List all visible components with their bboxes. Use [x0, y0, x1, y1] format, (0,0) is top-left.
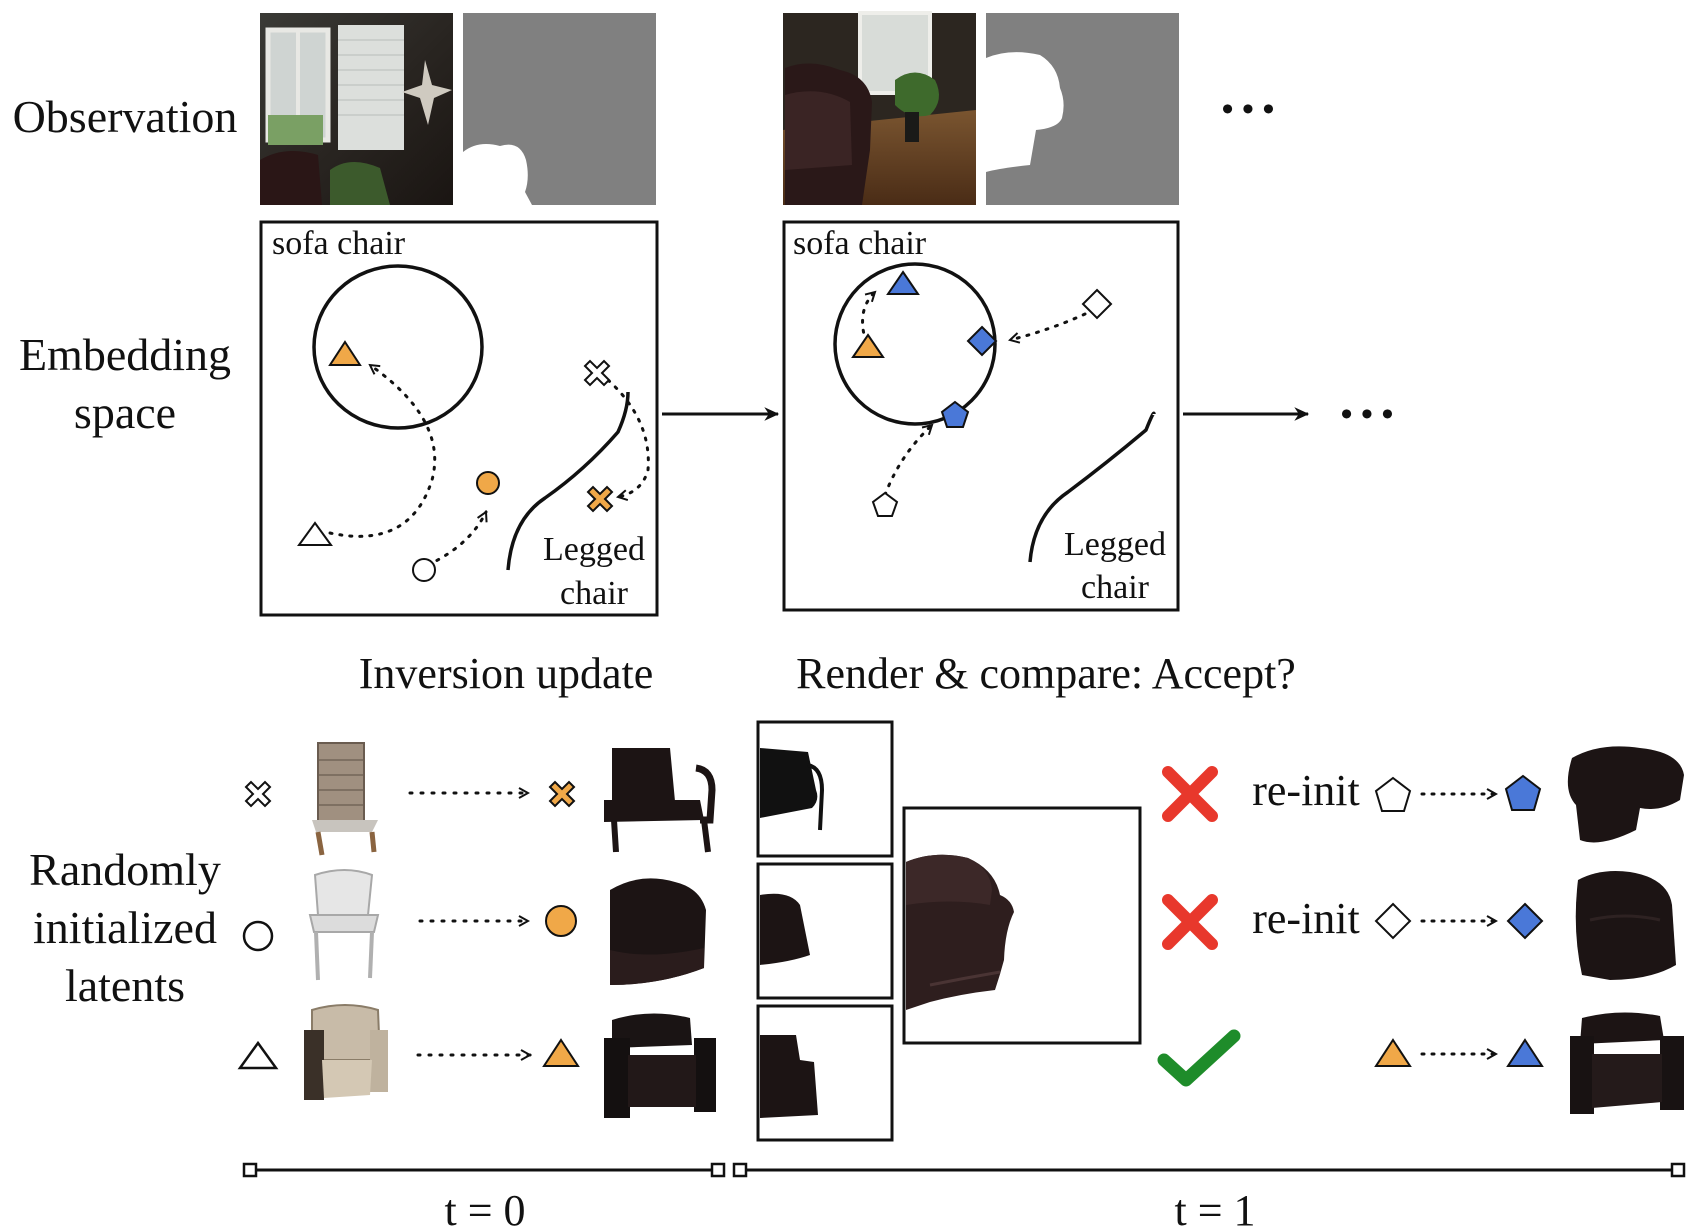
triangle-icon: [237, 1040, 279, 1070]
diamond-icon-updated: [1506, 902, 1544, 940]
embedding-class-label-sofa-chair: sofa chair: [272, 225, 406, 262]
observation-photo-t0: [260, 13, 453, 205]
observation-label: Observation: [13, 91, 238, 142]
sofa-chair-region: [312, 264, 484, 430]
render-compare-header: Render & compare: Accept?: [796, 649, 1296, 698]
render-crop-row3: [756, 1004, 894, 1142]
final-chair-render-row2: [1575, 871, 1676, 980]
triangle-icon-updated: [328, 340, 362, 366]
final-chair-render-row1: [1567, 746, 1684, 843]
trajectory-diamond-t1: [1010, 312, 1087, 340]
triangle-icon-accepted: [1374, 1038, 1412, 1067]
triangle-icon-accepted: [851, 333, 885, 358]
render-crop-row1: [756, 720, 894, 858]
inverted-chair-render-row3: [604, 1013, 716, 1118]
pentagon-icon-updated: [1504, 774, 1542, 811]
observation-ellipsis: • • •: [1222, 91, 1275, 128]
triangle-icon-final: [1506, 1038, 1544, 1067]
cross-icon-updated: [548, 780, 576, 808]
timeline-label-t0: t = 0: [444, 1186, 525, 1230]
embedding-class-label-chair: chair: [1081, 569, 1150, 606]
trajectory-triangle: [328, 363, 437, 538]
trajectory-circle: [426, 512, 486, 567]
reject-cross-icon: [1162, 766, 1218, 822]
reinit-label-row2: re-init: [1252, 894, 1360, 943]
init-chair-image-legged: [312, 742, 378, 856]
circle-icon: [412, 558, 436, 582]
cross-icon-updated: [586, 485, 614, 513]
embedding-label-line2: space: [74, 387, 176, 438]
embedding-panel-t0: sofa chair Legged chair: [259, 220, 659, 617]
accept-check-icon: [1157, 1029, 1241, 1087]
circle-icon-updated: [476, 471, 500, 495]
inversion-update-header: Inversion update: [359, 649, 653, 698]
pentagon-icon-updated: [940, 400, 970, 428]
diamond-icon: [1081, 288, 1113, 320]
embedding-label-line1: Embedding: [19, 329, 231, 380]
embedding-class-label-legged: Legged: [1064, 526, 1166, 563]
pentagon-icon: [871, 491, 899, 517]
diamond-icon-updated: [966, 325, 998, 357]
timeline-t1: [732, 1162, 1686, 1178]
legged-chair-boundary: [506, 391, 630, 571]
trajectory-pentagon-t1: [883, 423, 932, 497]
circle-icon-updated: [545, 905, 577, 937]
embedding-class-label-legged: Legged: [543, 531, 645, 568]
embedding-panel-t1: sofa chair Legged chair: [782, 220, 1180, 612]
timeline-label-t1: t = 1: [1174, 1186, 1255, 1230]
trajectory-triangle-t1: [861, 290, 877, 344]
embedding-ellipsis: • • •: [1341, 396, 1394, 433]
reinit-label-row1: re-init: [1252, 766, 1360, 815]
legged-chair-boundary: [1028, 411, 1156, 563]
random-latents-label-line2: initialized: [33, 902, 217, 953]
circle-icon: [242, 920, 274, 952]
cross-icon: [244, 780, 272, 808]
inverted-chair-render-row1: [604, 748, 716, 853]
random-latents-label-line3: latents: [65, 960, 185, 1011]
inverted-chair-render-row2: [610, 878, 706, 985]
init-chair-image-stacking: [308, 869, 380, 981]
timeline-t0: [242, 1162, 726, 1178]
embedding-class-label-chair: chair: [560, 575, 629, 612]
triangle-icon-updated: [542, 1038, 580, 1067]
render-crop-row2: [756, 862, 894, 1000]
pentagon-icon: [1374, 776, 1412, 812]
random-latents-label-line1: Randomly: [29, 844, 221, 895]
embedding-class-label-sofa-chair: sofa chair: [793, 225, 927, 262]
sofa-chair-region: [833, 262, 997, 426]
observation-crop: [902, 806, 1142, 1045]
cross-icon: [583, 359, 611, 387]
diamond-icon: [1374, 902, 1412, 940]
triangle-icon-final: [886, 270, 920, 295]
init-chair-image-armchair: [304, 1004, 388, 1100]
observation-mask-t1: [986, 13, 1179, 205]
observation-mask-t0: [463, 13, 656, 205]
reject-cross-icon: [1162, 894, 1218, 950]
final-chair-render-row3: [1570, 1012, 1684, 1114]
trajectory-cross: [606, 378, 650, 497]
observation-photo-t1: [783, 11, 976, 205]
triangle-icon: [297, 521, 333, 546]
